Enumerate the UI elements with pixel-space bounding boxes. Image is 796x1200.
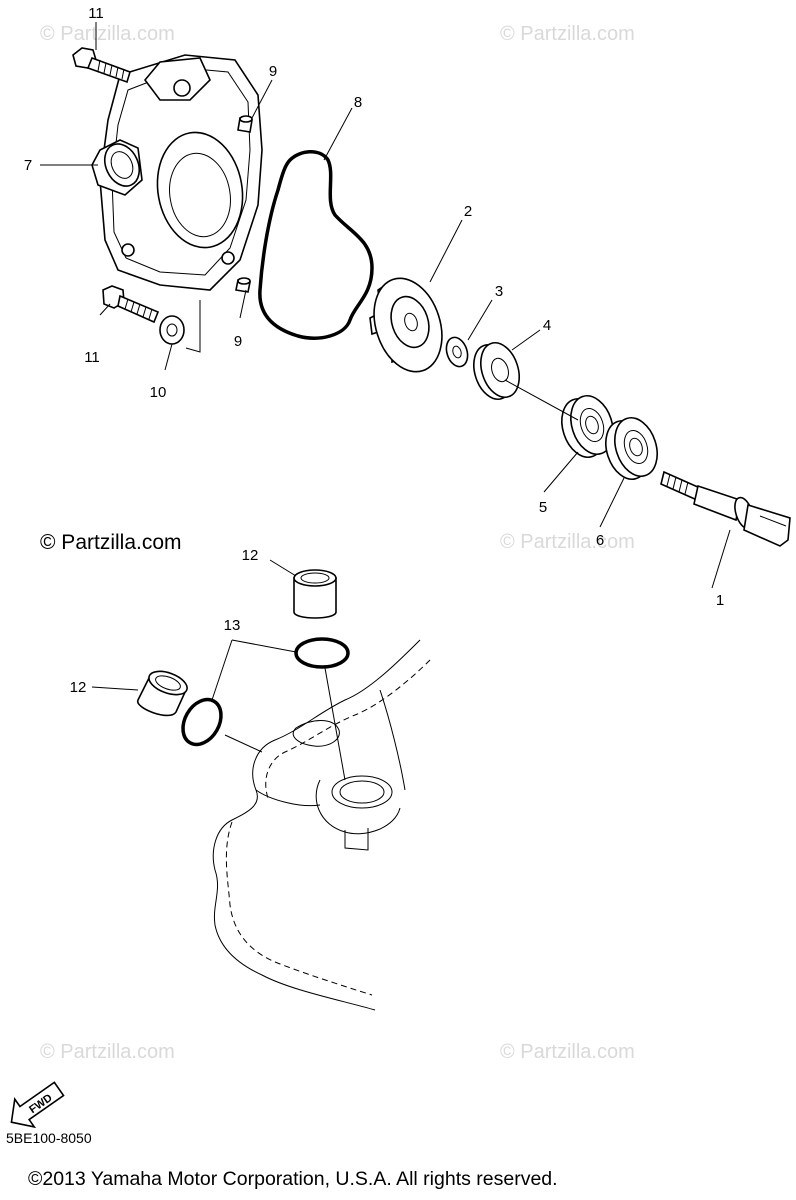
watermark-bottom-right: © Partzilla.com [500, 1041, 635, 1063]
o-ring-upper [294, 637, 350, 669]
gasket [258, 150, 374, 340]
watermark-top-right: © Partzilla.com [500, 23, 635, 45]
forward-arrow-icon: FWD [10, 1081, 65, 1129]
collar-upper [293, 569, 337, 619]
callout-5: 5 [539, 499, 547, 516]
watermark-mid-right: © Partzilla.com [500, 531, 635, 553]
callout-12-upper: 12 [242, 547, 259, 564]
dowel-pin-upper [237, 115, 253, 133]
callout-11-lower: 11 [84, 349, 100, 366]
callout-8: 8 [354, 94, 362, 111]
callout-9-upper: 9 [269, 63, 277, 80]
pump-housing [91, 54, 263, 291]
bolt-lower [102, 285, 160, 324]
watermark-top-left: © Partzilla.com [40, 23, 175, 45]
callout-10: 10 [150, 384, 167, 401]
callout-9-lower: 9 [234, 333, 242, 350]
o-ring-lower [181, 697, 223, 747]
washer [159, 315, 185, 345]
dowel-pin-lower [235, 277, 251, 293]
callout-12-lower: 12 [70, 679, 87, 696]
diagram-code: 5BE100-8050 [6, 1130, 92, 1146]
copyright-text: ©2013 Yamaha Motor Corporation, U.S.A. A… [28, 1168, 558, 1190]
bolt-upper [72, 47, 131, 84]
impeller [369, 277, 443, 373]
watermark-dark: © Partzilla.com [40, 531, 182, 554]
callout-4: 4 [543, 317, 551, 334]
oil-seal [473, 341, 520, 401]
callout-7: 7 [24, 157, 32, 174]
bearing-5 [561, 395, 614, 458]
impeller-shaft [660, 470, 791, 547]
seal-washer [445, 336, 469, 368]
leader-lines [40, 22, 731, 781]
callout-2: 2 [464, 203, 472, 220]
callout-3: 3 [495, 283, 503, 300]
callout-13: 13 [224, 617, 241, 634]
crankcase [212, 639, 431, 1011]
callout-1: 1 [716, 592, 724, 609]
callout-6: 6 [596, 532, 604, 549]
watermark-bottom-left: © Partzilla.com [40, 1041, 175, 1063]
callout-11-upper: 11 [88, 5, 104, 22]
collar-lower [137, 670, 188, 717]
bearing-6 [605, 417, 658, 480]
